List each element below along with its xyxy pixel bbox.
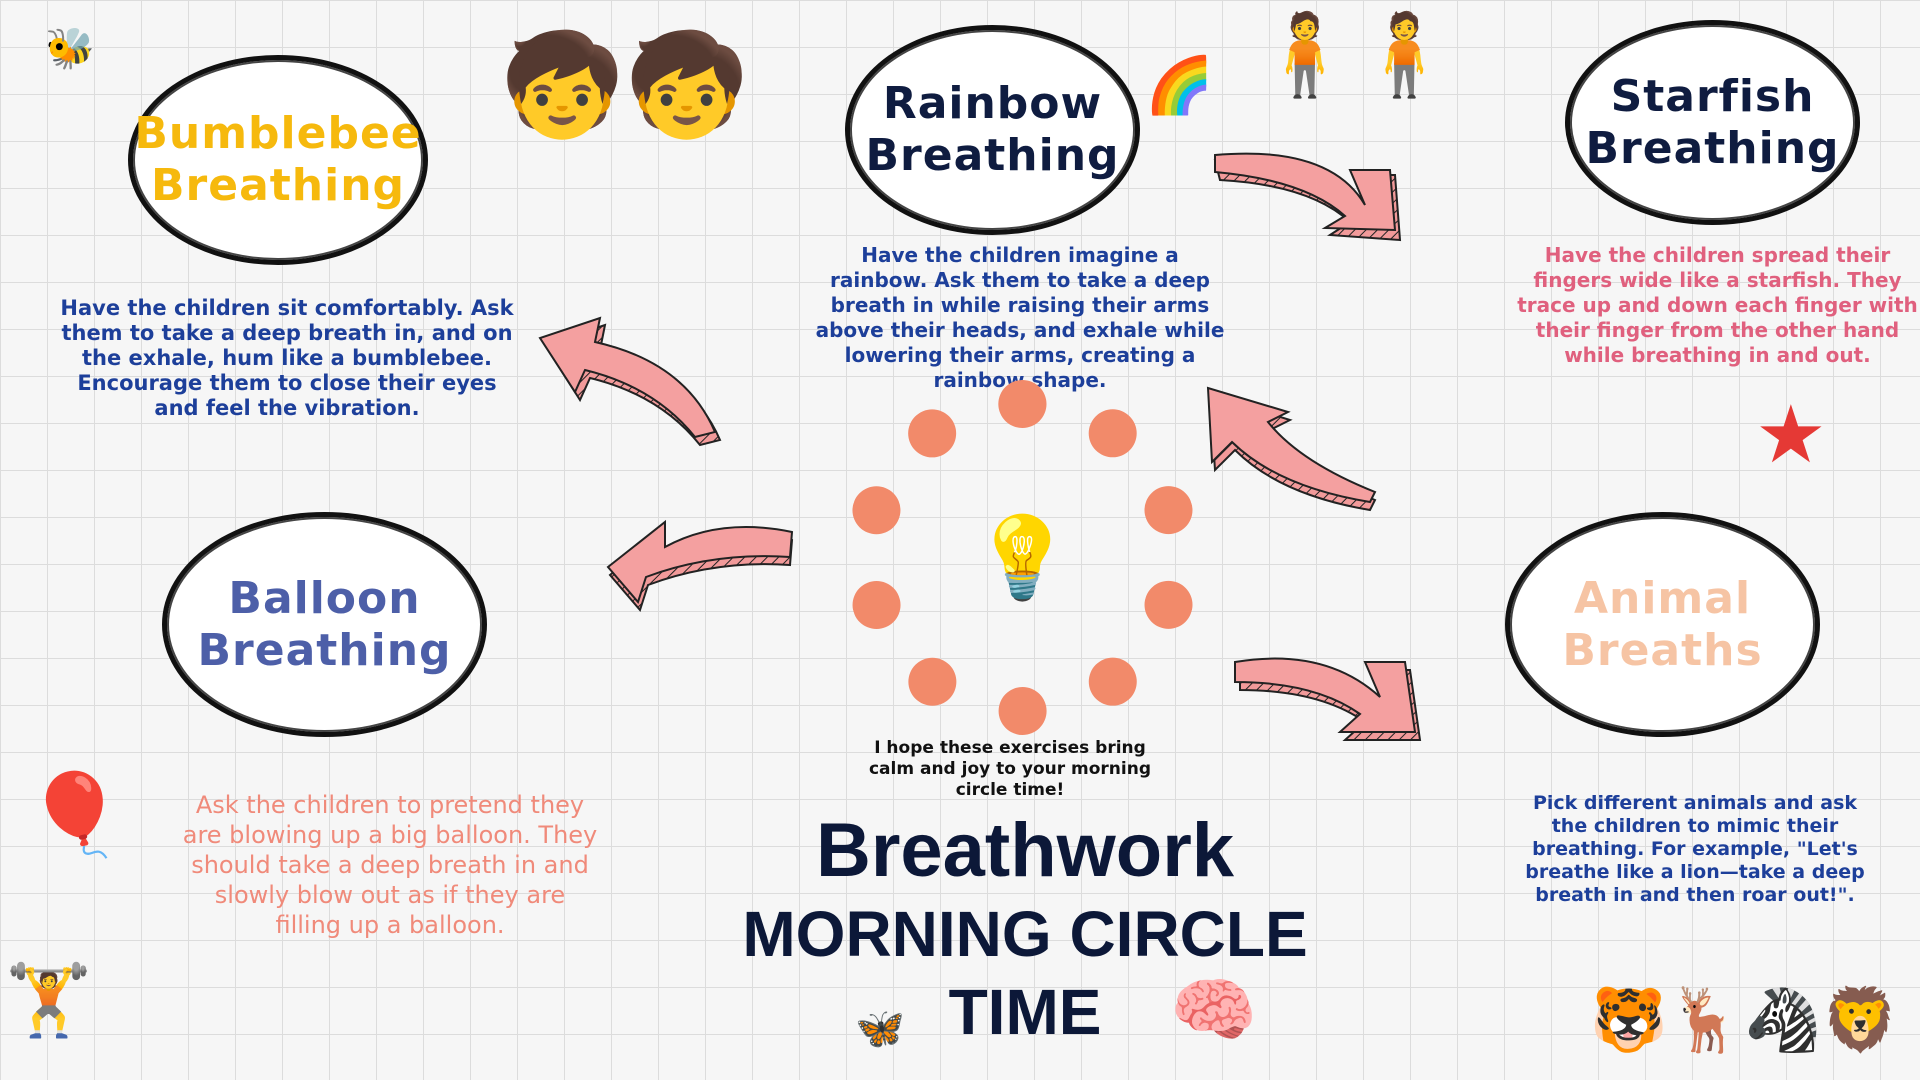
- arrow-icon: [606, 519, 794, 613]
- starfish-text: Have the children spread their fingers w…: [1517, 243, 1918, 367]
- starfish-title-2: Breathing: [1585, 122, 1840, 174]
- starfish-bubble: Starfish Breathing: [1565, 20, 1860, 225]
- brain-meditating-icon: 🧠: [1170, 969, 1258, 1051]
- bumblebee-bubble: Bumblebee Breathing: [128, 55, 428, 265]
- rainbow-text: Have the children imagine a rainbow. Ask…: [815, 243, 1225, 392]
- bumblebee-title-2: Breathing: [150, 160, 406, 211]
- animal-title-1: Animal: [1573, 572, 1752, 624]
- page-subtitle-2: TIME: [948, 976, 1102, 1048]
- bumblebee-title-1: Bumblebee: [134, 108, 422, 159]
- bumblebee-text: Have the children sit comfortably. Ask t…: [60, 296, 514, 420]
- children-stretching-illustration: 🧍🧍: [1255, 8, 1455, 101]
- starfish-icon: ★: [1755, 388, 1827, 481]
- arrow-icon: [1213, 152, 1402, 242]
- animal-bubble: Animal Breaths: [1505, 512, 1820, 737]
- butterfly-icon: 🦋: [855, 1006, 905, 1052]
- closing-note: I hope these exercises bring calm and jo…: [868, 738, 1152, 800]
- page-title: Breathwork: [815, 808, 1235, 893]
- brain-weightlifting-icon: 🏋️: [5, 959, 93, 1041]
- starfish-title-1: Starfish: [1610, 70, 1815, 122]
- page-subtitle-1: MORNING CIRCLE: [742, 898, 1308, 970]
- animals-illustration: 🐯🦌🦓🦁: [1590, 983, 1899, 1056]
- animal-title-2: Breaths: [1562, 624, 1763, 676]
- arrow-icon: [1206, 386, 1377, 512]
- bee-icon: 🐝: [45, 26, 95, 72]
- rainbow-bubble: Rainbow Breathing: [845, 25, 1140, 235]
- children-breathing-illustration: 🧒🧒: [500, 26, 750, 143]
- balloon-title-1: Balloon: [228, 572, 421, 624]
- children-circle-illustration: 💡: [845, 380, 1200, 735]
- rainbow-title-2: Breathing: [865, 130, 1120, 181]
- balloon-text: Ask the children to pretend they are blo…: [182, 791, 598, 939]
- balloon-title-2: Breathing: [197, 624, 452, 676]
- arrow-icon: [538, 316, 722, 447]
- arrow-icon: [1234, 657, 1422, 741]
- balloons-icon: 🎈: [25, 768, 125, 861]
- rainbow-icon: 🌈: [1145, 53, 1214, 117]
- balloon-bubble: Balloon Breathing: [162, 512, 487, 737]
- animal-text: Pick different animals and ask the child…: [1525, 792, 1865, 906]
- rainbow-title-1: Rainbow: [882, 78, 1103, 129]
